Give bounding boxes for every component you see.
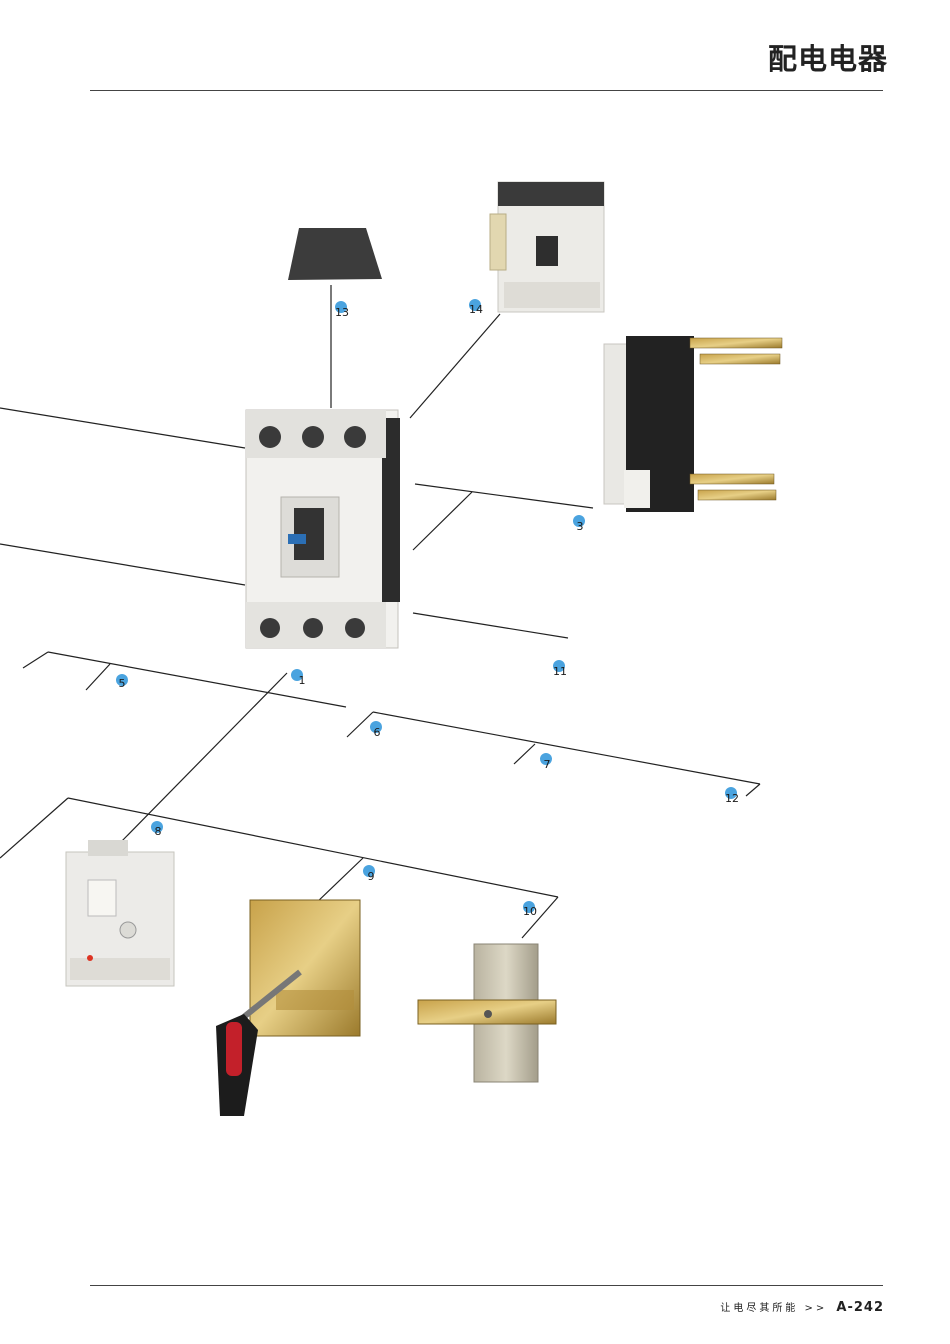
interlock-plate-image [417, 943, 557, 1083]
callout-5: 5 [116, 674, 128, 690]
callout-8: 8 [151, 821, 163, 838]
callout-10: 10 [523, 901, 537, 918]
callout-13-label: 13 [335, 306, 349, 319]
callout-12-label: 12 [725, 792, 739, 805]
header-rule [90, 90, 883, 91]
callout-12: 12 [725, 787, 739, 805]
rotary-handle-image [216, 899, 361, 1116]
rear-connection-breaker-image [603, 336, 783, 512]
callout-14-label: 14 [469, 303, 483, 316]
callout-3-label: 3 [577, 520, 584, 533]
footer-slogan: 让电尽其所能 >> [720, 1303, 828, 1314]
callout-6-label: 6 [374, 726, 381, 739]
callout-9: 9 [363, 865, 375, 883]
callout-6: 6 [370, 721, 382, 739]
callout-1-label: 1 [299, 674, 306, 687]
callout-5-label: 5 [119, 677, 126, 690]
main-breaker-image [245, 409, 400, 649]
page-number: A-242 [836, 1300, 884, 1315]
callout-markers: 1 3 5 6 7 8 9 10 11 12 13 14 [116, 299, 739, 918]
callout-14: 14 [469, 299, 483, 316]
footer-rule [90, 1285, 883, 1286]
footer: 让电尽其所能 >> A-242 [720, 1296, 884, 1315]
callout-7: 7 [540, 753, 552, 771]
electronic-module-image [65, 840, 175, 987]
callout-8-label: 8 [155, 825, 162, 838]
small-breaker-image [489, 181, 605, 313]
callout-7-label: 7 [544, 758, 551, 771]
callout-11: 11 [553, 660, 567, 678]
callout-13: 13 [335, 301, 349, 319]
callout-10-label: 10 [523, 905, 537, 918]
callout-11-label: 11 [553, 665, 567, 678]
leader-lines [0, 285, 761, 939]
insulating-pad-image [288, 228, 382, 280]
callout-9-label: 9 [368, 870, 375, 883]
page-title: 配电电器 [767, 42, 888, 76]
callout-3: 3 [573, 515, 585, 533]
callout-1: 1 [291, 669, 306, 687]
